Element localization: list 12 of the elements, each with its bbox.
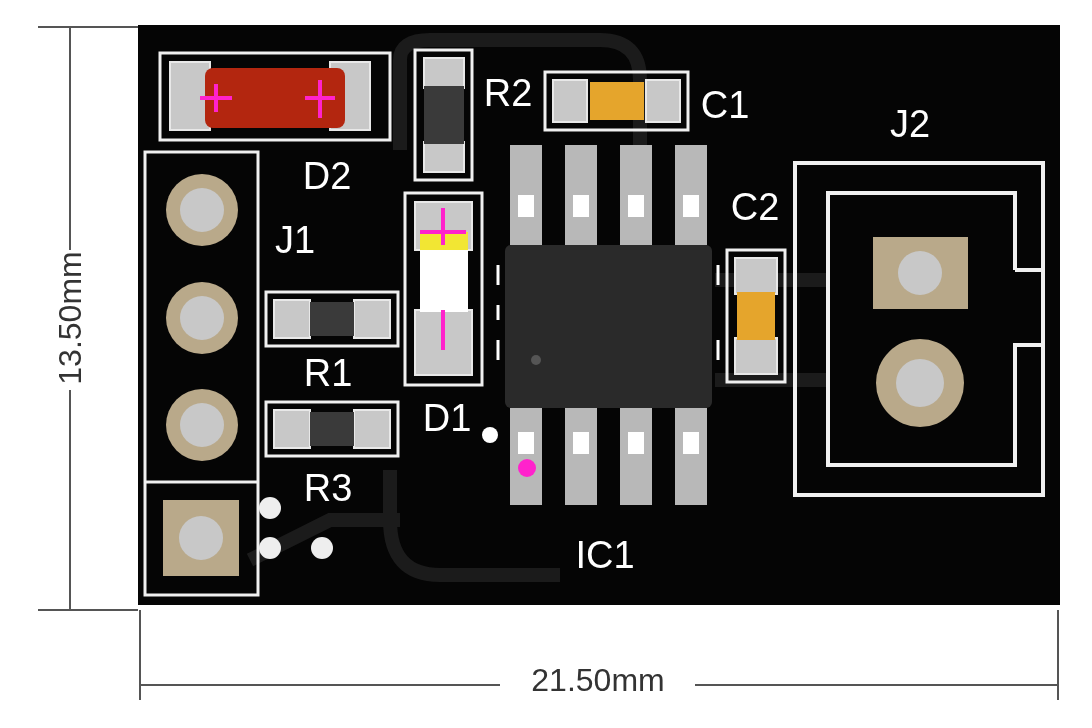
part-label: C2 [730,188,780,226]
part-label: R1 [303,354,353,392]
dimension-label: 13.50mm [54,251,86,385]
part-label: D2 [302,157,352,195]
part-label: D1 [422,399,472,437]
part-label: R3 [303,469,353,507]
part-label: IC1 [575,536,635,574]
part-label: R2 [483,74,533,112]
part-label: C1 [700,86,750,124]
part-label: J2 [889,105,931,143]
dimension-label: 21.50mm [531,664,665,696]
part-label: J1 [274,221,316,259]
